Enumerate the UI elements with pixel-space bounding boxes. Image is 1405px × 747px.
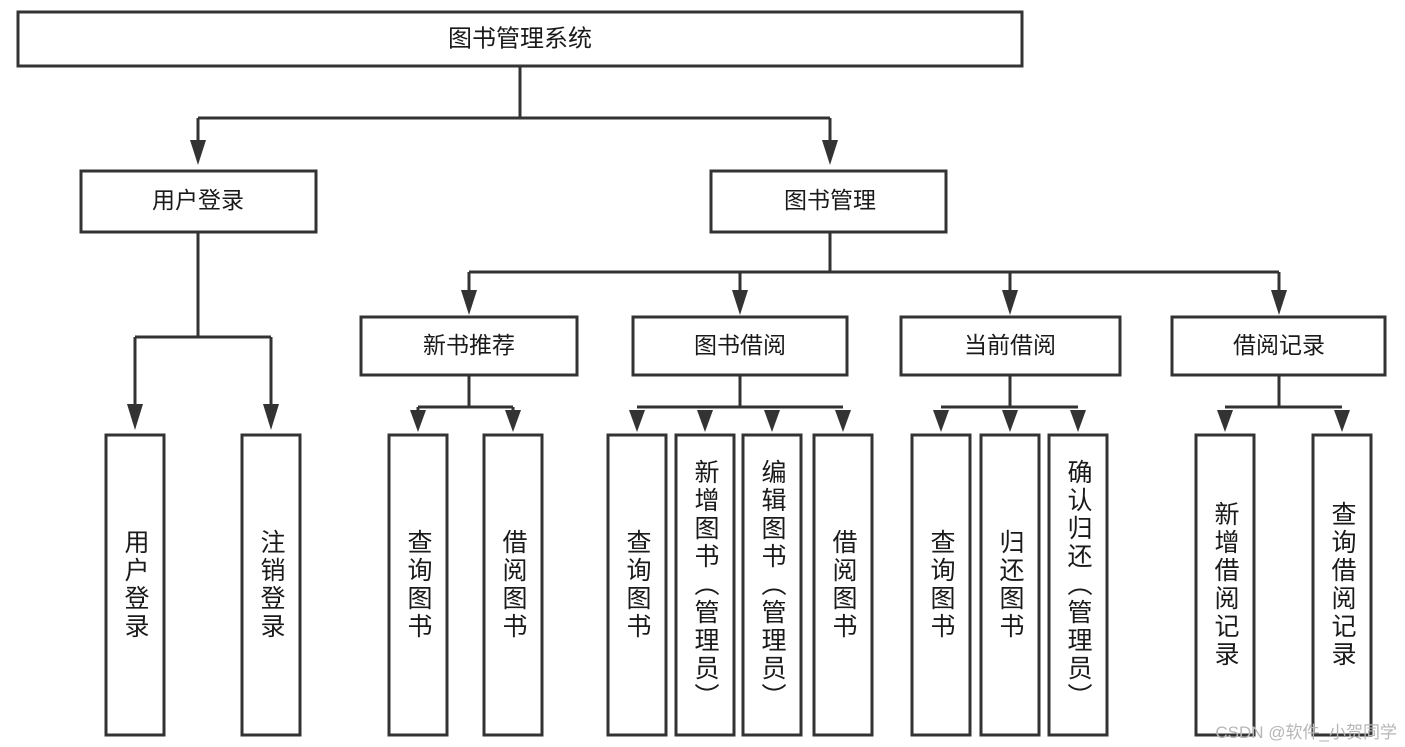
leaf-user-login-1-box[interactable]	[104, 433, 166, 737]
leaf-user-login-2[interactable]: 注销登录	[240, 433, 302, 737]
leaf-borrow-record-2[interactable]: 查询借阅记录	[1311, 433, 1373, 737]
leaf-book-borrow-2[interactable]: 新增图书（管理员）	[674, 433, 736, 737]
node-root-label: 图书管理系统	[448, 25, 592, 52]
node-root-box[interactable]	[16, 10, 1024, 68]
leaf-borrow-record-1-box[interactable]	[1194, 433, 1256, 737]
node-current-borrow[interactable]: 当前借阅	[899, 315, 1122, 377]
leaf-current-borrow-3[interactable]: 确认归还（管理员）	[1047, 433, 1109, 737]
node-book-manage[interactable]: 图书管理	[709, 169, 948, 234]
leaf-borrow-record-2-box[interactable]	[1311, 433, 1373, 737]
node-root[interactable]: 图书管理系统	[16, 10, 1024, 68]
arrow-to-current-borrow	[1002, 290, 1018, 315]
leaf-current-borrow-3-label: 确认归还（管理员）	[1064, 459, 1093, 711]
leaf-book-borrow-4-label: 借阅图书	[829, 529, 858, 641]
leaf-user-login-2-box[interactable]	[240, 433, 302, 737]
arrow-new-book-leaf1	[410, 410, 426, 432]
leaf-new-book-1[interactable]: 查询图书	[387, 433, 449, 737]
leaf-current-borrow-2-label: 归还图书	[996, 529, 1025, 641]
arrow-to-book-manage	[822, 140, 838, 165]
leaf-new-book-2[interactable]: 借阅图书	[482, 433, 544, 737]
arrow-to-new-book	[461, 290, 477, 315]
node-book-manage-box[interactable]	[709, 169, 948, 234]
leaf-current-borrow-1[interactable]: 查询图书	[910, 433, 972, 737]
leaf-new-book-1-label: 查询图书	[404, 529, 433, 641]
leaf-current-borrow-2[interactable]: 归还图书	[979, 433, 1041, 737]
leaf-borrow-record-1-label: 新增借阅记录	[1211, 501, 1240, 669]
node-book-borrow[interactable]: 图书借阅	[631, 315, 849, 377]
leaf-current-borrow-3-box[interactable]	[1047, 433, 1109, 737]
connector-group-current-borrow-to-leaves	[933, 375, 1086, 432]
leaf-borrow-record-1[interactable]: 新增借阅记录	[1194, 433, 1256, 737]
node-borrow-record-label: 借阅记录	[1233, 332, 1325, 358]
leaf-new-book-2-box[interactable]	[482, 433, 544, 737]
leaf-user-login-1-label: 用户登录	[121, 529, 150, 641]
connector-group-user-login-to-leaves	[127, 232, 279, 430]
arrow-user-login-leaf1	[127, 404, 143, 430]
arrow-current-borrow-leaf2	[1002, 410, 1018, 432]
leaf-current-borrow-1-box[interactable]	[910, 433, 972, 737]
node-user-login-label: 用户登录	[152, 187, 244, 213]
leaf-book-borrow-1-box[interactable]	[606, 433, 668, 737]
leaf-book-borrow-3-box[interactable]	[741, 433, 803, 737]
node-book-borrow-box[interactable]	[631, 315, 849, 377]
arrow-borrow-record-leaf2	[1334, 410, 1350, 432]
connector-group-root-to-level2	[190, 66, 838, 165]
node-borrow-record[interactable]: 借阅记录	[1170, 315, 1387, 377]
node-book-manage-label: 图书管理	[784, 187, 876, 213]
arrow-to-borrow-record	[1271, 290, 1287, 315]
leaf-new-book-2-label: 借阅图书	[499, 529, 528, 641]
leaf-book-borrow-4-box[interactable]	[812, 433, 874, 737]
arrow-book-borrow-leaf1	[629, 410, 645, 432]
arrow-book-borrow-leaf2	[697, 410, 713, 432]
leaf-book-borrow-3-label: 编辑图书（管理员）	[758, 459, 787, 711]
arrow-new-book-leaf2	[505, 410, 521, 432]
leaf-book-borrow-2-label: 新增图书（管理员）	[691, 459, 720, 711]
node-new-book-recommend-box[interactable]	[359, 315, 579, 377]
leaf-user-login-1[interactable]: 用户登录	[104, 433, 166, 737]
arrow-user-login-leaf2	[263, 404, 279, 430]
leaf-new-book-1-box[interactable]	[387, 433, 449, 737]
arrow-to-book-borrow	[732, 290, 748, 315]
arrow-to-user-login	[190, 140, 206, 165]
leaf-book-borrow-4[interactable]: 借阅图书	[812, 433, 874, 737]
arrow-current-borrow-leaf1	[933, 410, 949, 432]
leaf-borrow-record-2-label: 查询借阅记录	[1328, 501, 1357, 669]
node-user-login[interactable]: 用户登录	[79, 169, 318, 234]
leaf-current-borrow-1-label: 查询图书	[927, 529, 956, 641]
node-new-book-recommend-label: 新书推荐	[423, 332, 515, 358]
node-new-book-recommend[interactable]: 新书推荐	[359, 315, 579, 377]
leaf-current-borrow-2-box[interactable]	[979, 433, 1041, 737]
connector-group-book-manage-to-level3	[461, 232, 1287, 315]
node-current-borrow-box[interactable]	[899, 315, 1122, 377]
leaf-book-borrow-2-box[interactable]	[674, 433, 736, 737]
arrow-current-borrow-leaf3	[1070, 410, 1086, 432]
connector-group-book-borrow-to-leaves	[629, 375, 851, 432]
node-user-login-box[interactable]	[79, 169, 318, 234]
connector-group-new-book-to-leaves	[410, 375, 521, 432]
leaf-book-borrow-3[interactable]: 编辑图书（管理员）	[741, 433, 803, 737]
leaf-user-login-2-label: 注销登录	[257, 529, 286, 641]
arrow-book-borrow-leaf4	[835, 410, 851, 432]
arrow-book-borrow-leaf3	[764, 410, 780, 432]
node-borrow-record-box[interactable]	[1170, 315, 1387, 377]
arrow-borrow-record-leaf1	[1217, 410, 1233, 432]
leaf-book-borrow-1-label: 查询图书	[623, 529, 652, 641]
node-book-borrow-label: 图书借阅	[694, 332, 786, 358]
connector-group-borrow-record-to-leaves	[1217, 375, 1350, 432]
node-current-borrow-label: 当前借阅	[964, 332, 1056, 358]
leaf-book-borrow-1[interactable]: 查询图书	[606, 433, 668, 737]
